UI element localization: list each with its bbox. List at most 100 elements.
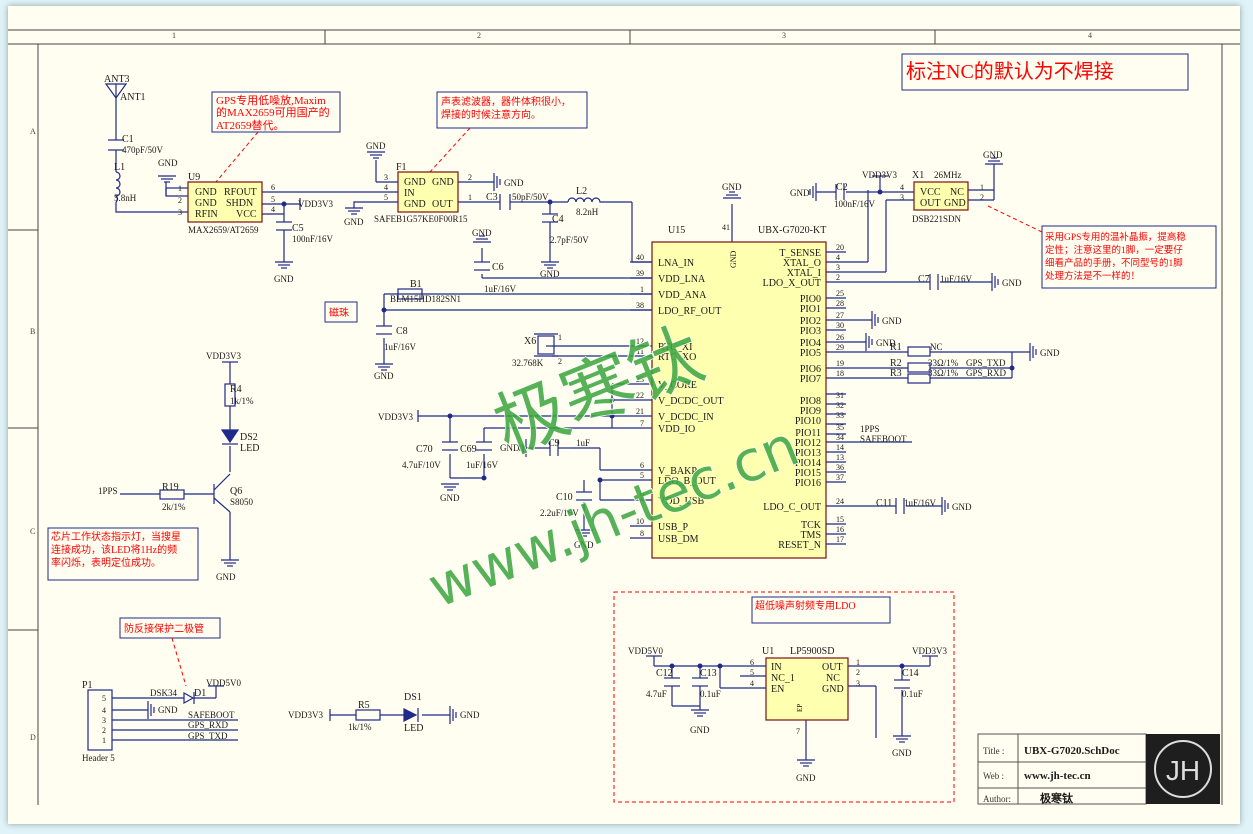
net-gnd-c14: GND bbox=[892, 748, 912, 758]
x1-freq: 26MHz bbox=[934, 170, 962, 180]
c8-val: 1uF/16V bbox=[384, 342, 417, 352]
net-gnd-c11: GND bbox=[952, 502, 972, 512]
c3-ref: C3 bbox=[486, 192, 498, 203]
note-leaders bbox=[171, 127, 1043, 803]
net-gnd-c4: GND bbox=[540, 269, 560, 279]
u15-pin-rtc-xi: RTC_XI bbox=[658, 342, 692, 353]
c5-val: 100nF/16V bbox=[292, 234, 334, 244]
u15-pinnum-22: 22 bbox=[636, 391, 644, 400]
title-block: JH Title : UBX-G7020.SchDoc Web : www.jh… bbox=[977, 733, 1220, 805]
net-vdd3v3-core: VDD3V3 bbox=[378, 412, 413, 422]
antenna-symbol bbox=[104, 83, 128, 100]
u15-pinnum-15: 15 bbox=[836, 515, 844, 524]
gnd-symbol-r1 bbox=[1029, 343, 1037, 361]
u1-pin-ep: EP bbox=[796, 704, 804, 712]
net-vdd3v3-ds1: VDD3V3 bbox=[288, 710, 323, 720]
u1-ref: U1 bbox=[762, 646, 774, 657]
f1-pinnum-4: 4 bbox=[384, 183, 388, 192]
r19-ref: R19 bbox=[162, 482, 179, 493]
net-gps-txd-u15: GPS_TXD bbox=[966, 358, 1006, 368]
c9-val: 1uF bbox=[576, 438, 590, 448]
net-gnd-c10: GND bbox=[574, 540, 594, 550]
u9-pinnum-3: 3 bbox=[178, 208, 182, 217]
net-gnd-f1a: GND bbox=[366, 141, 386, 151]
note-lna-2: 的MAX2659可用国产的 bbox=[216, 105, 330, 119]
u9-pinnum-5: 5 bbox=[271, 195, 275, 204]
u15-pinnum-20: 20 bbox=[836, 243, 844, 252]
net-vdd5v0-ldo: VDD5V0 bbox=[628, 646, 663, 656]
ds2-ref: DS2 bbox=[240, 432, 258, 443]
r4-val: 1k/1% bbox=[230, 396, 254, 406]
note-led-1: 芯片工作状态指示灯，当搜星 bbox=[51, 530, 181, 543]
note-bead: 磁珠 bbox=[329, 306, 349, 319]
u9-pinnum-1: 1 bbox=[178, 184, 182, 193]
u15-pinnum-2: 2 bbox=[836, 273, 840, 282]
u15-pin-ldo-b-out: LDO_B_OUT bbox=[658, 476, 716, 487]
gnd-symbol-c7 bbox=[991, 273, 999, 291]
u15-pin-pio14: PIO14 bbox=[795, 458, 821, 469]
l1-ref: L1 bbox=[114, 162, 125, 173]
u15-pinnum-14: 14 bbox=[836, 443, 844, 452]
u9-pinnum-6: 6 bbox=[271, 183, 275, 192]
frame-col-2: 2 bbox=[477, 31, 481, 40]
x6-pinnum-2: 2 bbox=[558, 357, 562, 366]
q6-name: S8050 bbox=[230, 497, 254, 507]
schematic-canvas: 1 2 3 4 A B C D 标注NC的默认为不焊接 GPS专用低噪放,Max… bbox=[8, 29, 1240, 805]
u15-pinnum-24: 24 bbox=[836, 497, 844, 506]
c3-val: 50pF/50V bbox=[512, 192, 549, 202]
f1-ref: F1 bbox=[396, 162, 407, 173]
c69-val: 1uF/16V bbox=[466, 460, 499, 470]
u15-pinnum-38: 38 bbox=[636, 301, 644, 310]
u15-pin-gnd: GND bbox=[729, 250, 738, 268]
net-gnd-u15: GND bbox=[722, 182, 742, 192]
q6-ref: Q6 bbox=[230, 486, 242, 497]
gnd-symbol-pio4 bbox=[865, 333, 873, 351]
f1-pin-gnd1: GND bbox=[404, 177, 426, 188]
u15-pinnum-41: 41 bbox=[722, 223, 730, 232]
u15-pin-tms: TMS bbox=[800, 530, 821, 541]
note-led-3: 率闪烁，表明定位成功。 bbox=[51, 556, 161, 569]
u9-pinnum-4: 4 bbox=[271, 205, 275, 214]
c10-val: 2.2uF/16V bbox=[540, 508, 579, 518]
gnd-symbol-ds1 bbox=[449, 706, 457, 724]
u1-pinnum-6: 6 bbox=[750, 658, 754, 667]
r5-val: 1k/1% bbox=[348, 722, 372, 732]
r2-ref: R2 bbox=[890, 358, 902, 369]
c13-val: 0.1uF bbox=[700, 689, 721, 699]
p1-ref: P1 bbox=[82, 680, 93, 691]
f1-pinnum-1: 1 bbox=[468, 193, 472, 202]
jh-logo bbox=[1146, 734, 1220, 804]
gnd-symbol-c12 bbox=[691, 709, 709, 717]
u15-pin-pio5: PIO5 bbox=[800, 348, 821, 359]
net-gnd-q6: GND bbox=[216, 572, 236, 582]
note-led-2: 连接成功，该LED将1Hz的频 bbox=[51, 543, 177, 556]
u1-pinnum-1: 1 bbox=[856, 658, 860, 667]
ant3-ref: ANT3 bbox=[104, 74, 130, 85]
u15-right-pins: T_SENSE20XTAL_O4XTAL_I3LDO_X_OUT2PIO025P… bbox=[763, 243, 844, 551]
components bbox=[87, 83, 939, 751]
u15-pinnum-39: 39 bbox=[636, 269, 644, 278]
gnd-symbol-c8 bbox=[375, 363, 393, 371]
net-vdd3v3-ldo: VDD3V3 bbox=[912, 646, 947, 656]
u15-pin-vdd-ana: VDD_ANA bbox=[658, 290, 707, 301]
net-gnd-r1: GND bbox=[1040, 348, 1060, 358]
d1-ref: D1 bbox=[194, 688, 206, 699]
net-gnd-pio4: GND bbox=[876, 338, 896, 348]
frame-row-b: B bbox=[30, 327, 35, 336]
r1-val: NC bbox=[930, 342, 943, 352]
u15-pinnum-32: 32 bbox=[836, 401, 844, 410]
u15-left-pins: LNA_IN40VDD_LNA39VDD_ANA1LDO_RF_OUT38RTC… bbox=[636, 253, 724, 545]
c69-ref: C69 bbox=[460, 444, 477, 455]
u15-pinnum-36: 36 bbox=[836, 463, 844, 472]
note-diode: 防反接保护二极管 bbox=[124, 622, 204, 635]
x6-ref: X6 bbox=[524, 336, 536, 347]
u9-pin-shdn: SHDN bbox=[226, 198, 253, 209]
gnd-symbol-c14 bbox=[893, 735, 911, 743]
web-label: Web : bbox=[983, 771, 1004, 781]
u15-pin-xtal-o: XTAL_O bbox=[783, 258, 821, 269]
u15-pinnum-1: 1 bbox=[640, 285, 644, 294]
u9-name: MAX2659/AT2659 bbox=[188, 225, 259, 235]
u15-pin-pio1: PIO1 bbox=[800, 304, 821, 315]
junctions bbox=[281, 189, 1015, 669]
u15-pinnum-11: 11 bbox=[636, 347, 644, 356]
